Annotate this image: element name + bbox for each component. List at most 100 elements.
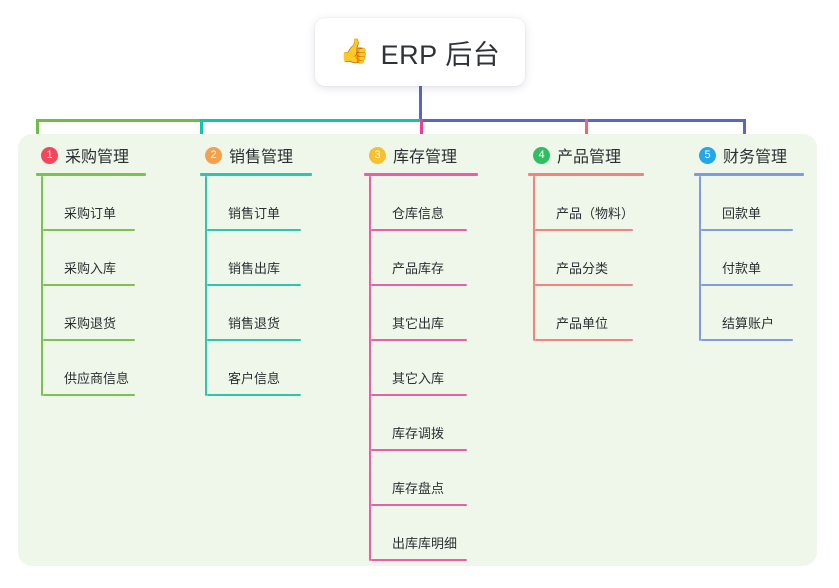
branch-column-4: 4 产品管理产品（物料） 产品分类产品单位 [528,143,644,341]
branch-item[interactable]: 采购入库 [41,231,146,286]
branch-number-badge: 1 [41,146,58,164]
connector-bus-segment-1 [36,119,203,122]
root-node[interactable]: 👍 ERP 后台 [315,18,525,86]
branch-item-label: 销售订单 [228,206,281,221]
branch-item[interactable]: 付款单 [699,231,804,286]
branch-item-rule [701,339,793,341]
branch-item-list: 回款单付款单结算账户 [699,176,804,341]
connector-drop-1 [36,119,39,147]
branch-item[interactable]: 销售出库 [205,231,312,286]
connector-bus-segment-2 [200,119,422,122]
branch-item[interactable]: 其它入库 [369,341,478,396]
branch-item[interactable]: 产品单位 [533,286,644,341]
branch-spine [205,176,207,396]
branch-item-rule [43,394,135,396]
branch-item[interactable]: 销售退货 [205,286,312,341]
branch-title: 产品管理 [557,149,622,166]
branch-item-list: 销售订单销售出库销售退货客户信息 [205,176,312,396]
branch-item-rule [371,504,467,506]
branch-item[interactable]: 出库库明细 [369,506,478,561]
branch-item[interactable]: 其它出库 [369,286,478,341]
branch-item-label: 供应商信息 [64,371,130,386]
branch-item-rule [43,339,135,341]
branch-spine [699,176,701,341]
branch-item-rule [701,229,793,231]
branch-item[interactable]: 采购退货 [41,286,146,341]
branch-item-label: 其它出库 [392,316,445,331]
diagram-panel [18,134,817,566]
branch-item-rule [371,284,467,286]
branch-header-rule [694,173,804,176]
branch-header-5[interactable]: 5 财务管理 [694,143,804,167]
branch-item-rule [701,284,793,286]
branch-item[interactable]: 库存调拨 [369,396,478,451]
branch-item-label: 仓库信息 [392,206,445,221]
connector-bus-segment-3 [420,119,746,122]
branch-title: 库存管理 [393,149,458,166]
branch-item-rule [207,229,301,231]
branch-item-rule [535,339,633,341]
branch-item[interactable]: 仓库信息 [369,176,478,231]
connector-drop-5 [743,119,746,147]
branch-number-badge: 5 [699,146,716,164]
branch-item-label: 其它入库 [392,371,445,386]
branch-item-label: 结算账户 [722,316,775,331]
branch-item-rule [371,449,467,451]
branch-item-rule [43,284,135,286]
branch-item[interactable]: 结算账户 [699,286,804,341]
branch-spine [369,176,371,561]
branch-item[interactable]: 销售订单 [205,176,312,231]
branch-title: 财务管理 [723,149,788,166]
branch-item-label: 采购退货 [64,316,117,331]
branch-item-rule [371,559,467,561]
branch-item-label: 产品单位 [556,316,609,331]
branch-item-list: 采购订单采购入库采购退货供应商信息 [41,176,146,396]
branch-item[interactable]: 库存盘点 [369,451,478,506]
branch-header-rule [528,173,644,176]
branch-item-rule [207,339,301,341]
branch-item-rule [371,339,467,341]
root-node-title: ERP 后台 [380,39,501,70]
branch-item[interactable]: 供应商信息 [41,341,146,396]
branch-header-rule [364,173,478,176]
branch-item-list: 产品（物料） 产品分类产品单位 [533,176,644,341]
branch-item-rule [371,394,467,396]
branch-item-label: 产品（物料） [556,206,635,221]
root-node-content: 👍 ERP 后台 [340,33,500,72]
branch-item[interactable]: 产品（物料） [533,176,644,231]
branch-spine [533,176,535,341]
branch-item[interactable]: 客户信息 [205,341,312,396]
branch-item-label: 采购订单 [64,206,117,221]
branch-header-4[interactable]: 4 产品管理 [528,143,644,167]
branch-spine [41,176,43,396]
branch-item-rule [207,394,301,396]
branch-item[interactable]: 产品库存 [369,231,478,286]
branch-item-label: 销售退货 [228,316,281,331]
branch-item-list: 仓库信息产品库存其它出库其它入库库存调拨库存盘点出库库明细 [369,176,478,561]
branch-item-rule [43,229,135,231]
branch-item-rule [535,284,633,286]
branch-item[interactable]: 回款单 [699,176,804,231]
branch-item[interactable]: 采购订单 [41,176,146,231]
branch-column-5: 5 财务管理回款单付款单结算账户 [694,143,804,341]
branch-item-label: 付款单 [722,261,762,276]
connector-trunk [419,86,422,122]
branch-number-badge: 4 [533,146,550,164]
branch-item-label: 产品分类 [556,261,609,276]
branch-item-rule [371,229,467,231]
connector-drop-3 [420,119,423,147]
branch-item-rule [207,284,301,286]
branch-item-label: 销售出库 [228,261,281,276]
branch-item-label: 库存调拨 [392,426,445,441]
branch-item-label: 出库库明细 [392,536,458,551]
branch-item[interactable]: 产品分类 [533,231,644,286]
connector-drop-2 [200,119,203,147]
thumbs-up-icon: 👍 [339,38,370,65]
connector-drop-4 [585,119,588,147]
